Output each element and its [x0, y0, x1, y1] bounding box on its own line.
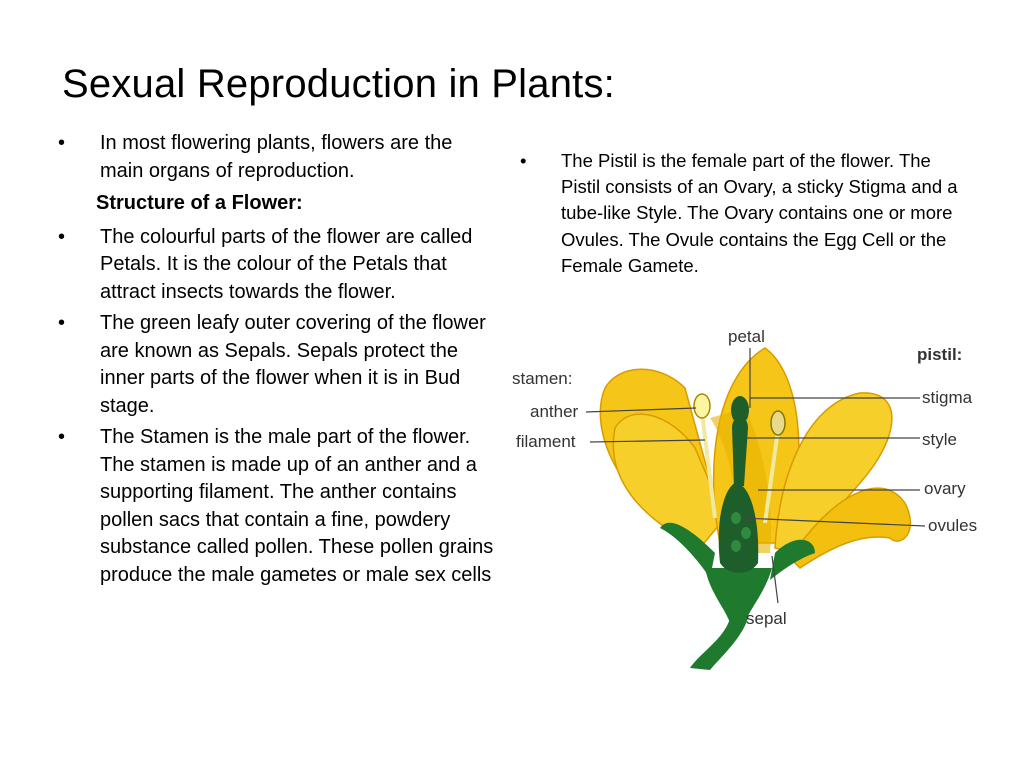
ovule: [731, 512, 741, 524]
bullet-text: The colourful parts of the flower are ca…: [100, 225, 473, 303]
bullet-text: In most flowering plants, flowers are th…: [100, 132, 453, 182]
pistil-stigma: [731, 396, 749, 424]
stamen-anther-right: [770, 410, 786, 436]
structure-subheading: Structure of a Flower:: [96, 192, 303, 214]
label-style: style: [922, 430, 957, 449]
label-sepal: sepal: [746, 609, 787, 628]
bullet-stamen: • The Stamen is the male part of the flo…: [58, 424, 498, 589]
ovule: [731, 540, 741, 552]
label-anther: anther: [530, 402, 579, 421]
left-column: • In most flowering plants, flowers are …: [58, 130, 498, 593]
petal-left: [612, 413, 726, 549]
leader-sepal: [771, 555, 779, 604]
bullet-text: The Stamen is the male part of the flowe…: [100, 426, 494, 586]
ovule: [741, 527, 751, 539]
leader-ovules: [741, 517, 926, 527]
label-ovules: ovules: [928, 516, 977, 535]
bullet-symbol: •: [58, 312, 66, 334]
bullet-symbol: •: [58, 426, 66, 448]
slide-title: Sexual Reproduction in Plants:: [62, 62, 615, 106]
sepal-right: [770, 539, 815, 580]
stamen-filament-left: [700, 412, 717, 519]
leader-filament: [589, 439, 706, 443]
sepal-left: [660, 522, 715, 578]
label-filament: filament: [516, 432, 576, 451]
bullet-text: The Pistil is the female part of the flo…: [561, 150, 958, 276]
bullet-petals: • The colourful parts of the flower are …: [58, 224, 498, 307]
bullet-pistil: • The Pistil is the female part of the f…: [520, 148, 970, 279]
bullet-text: The green leafy outer covering of the fl…: [100, 312, 486, 417]
bullet-symbol: •: [58, 132, 66, 154]
bullet-intro: • In most flowering plants, flowers are …: [58, 130, 498, 185]
label-stamen: stamen:: [512, 369, 572, 388]
pistil-ovary: [718, 483, 759, 573]
bullet-symbol: •: [520, 150, 527, 171]
leader-anther: [585, 407, 697, 413]
label-stigma: stigma: [922, 388, 973, 407]
label-petal: petal: [728, 327, 765, 346]
flower-diagram: petal stamen: anther filament pistil: st…: [512, 327, 977, 670]
receptacle: [705, 568, 772, 623]
petal-right-lower: [789, 487, 912, 569]
bullet-sepals: • The green leafy outer covering of the …: [58, 310, 498, 420]
stamen-filament-right: [763, 429, 780, 524]
label-pistil: pistil:: [917, 345, 962, 364]
label-ovary: ovary: [924, 479, 966, 498]
bullet-symbol: •: [58, 225, 66, 248]
right-column: • The Pistil is the female part of the f…: [520, 148, 970, 283]
pistil-style: [732, 416, 748, 486]
stamen-anther-left: [693, 393, 711, 419]
flower-stalk: [690, 618, 748, 670]
